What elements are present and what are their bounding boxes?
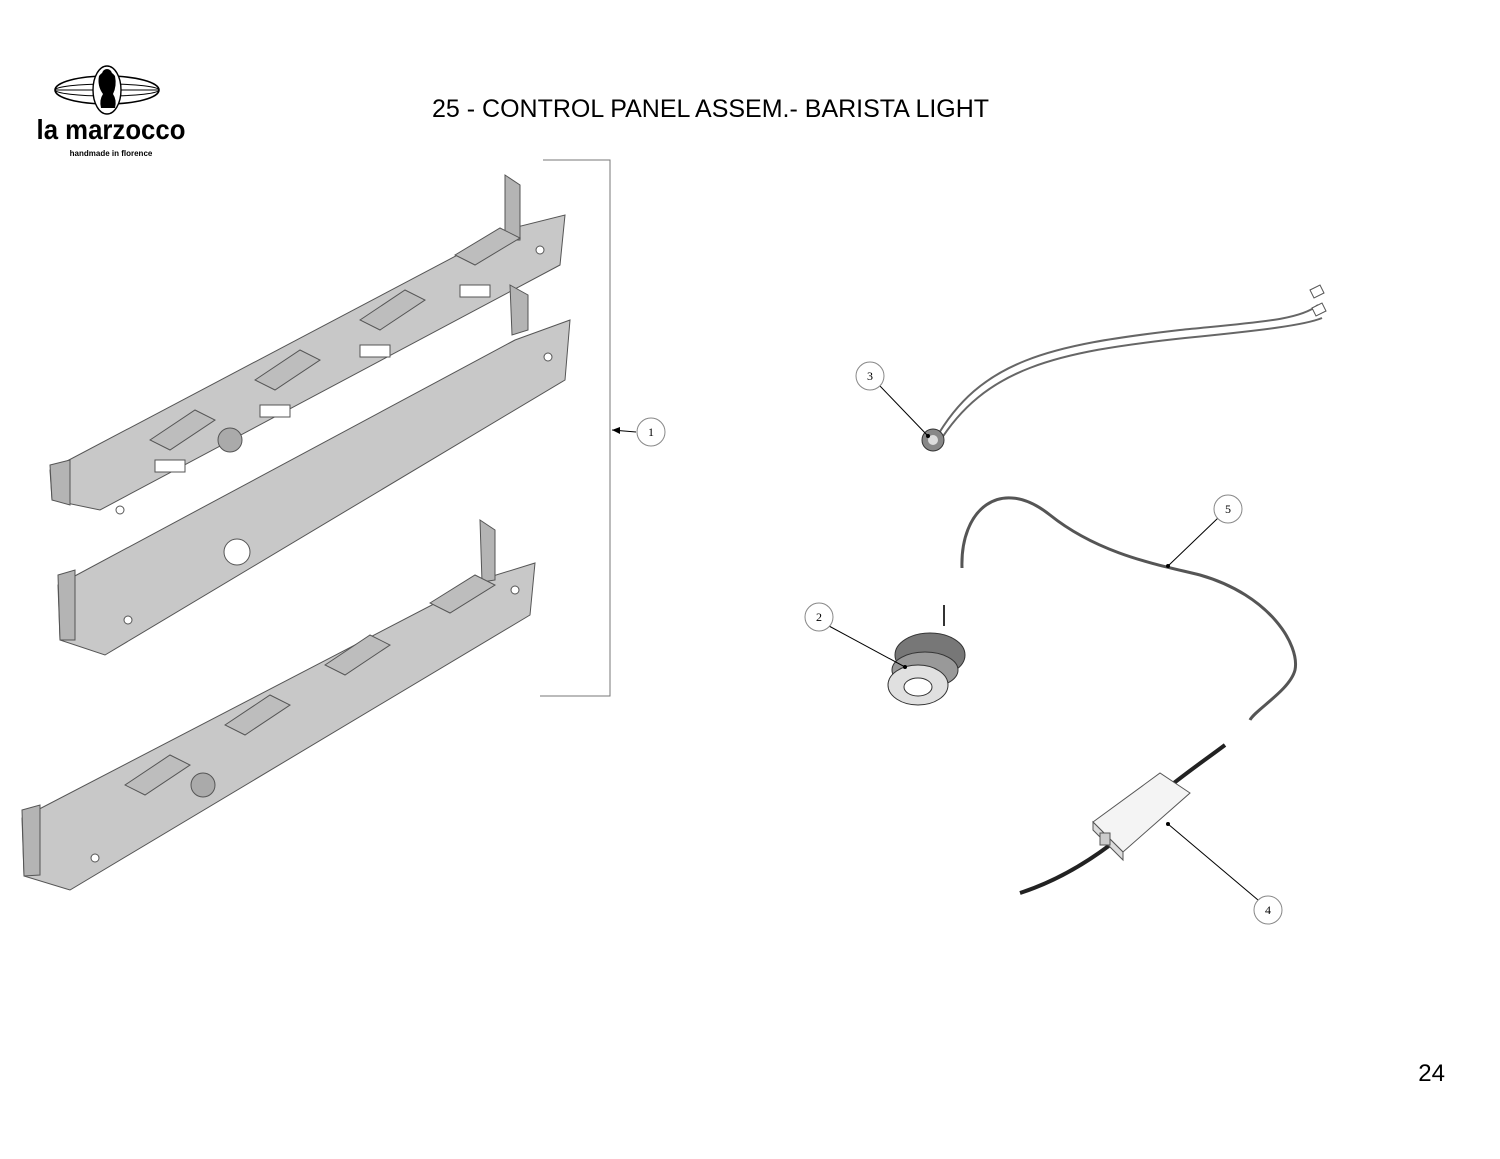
brand-name: la marzocco (36, 114, 186, 145)
callout-1-label: 1 (648, 425, 654, 439)
callout-2: 2 (804, 602, 907, 669)
assembly-bracket (540, 159, 637, 697)
control-panel-rail-top (49, 174, 566, 515)
brand-logo: la marzocco handmade in florence (12, 64, 202, 164)
led-driver-transformer (1019, 743, 1227, 895)
brand-tagline: handmade in florence (69, 149, 153, 158)
control-panel-rail-bottom (21, 519, 536, 891)
callout-5: 5 (1166, 494, 1243, 568)
callout-3-label: 3 (867, 369, 873, 383)
led-with-wire (921, 284, 1327, 452)
callout-4-label: 4 (1265, 903, 1271, 917)
page-number: 24 (1418, 1060, 1445, 1087)
callout-5-label: 5 (1225, 502, 1231, 516)
control-panel-rail-middle (57, 284, 571, 656)
page-title: 25 - CONTROL PANEL ASSEM.- BARISTA LIGHT (432, 95, 990, 123)
callout-3: 3 (855, 361, 930, 438)
globe-lion-emblem-icon (54, 65, 160, 115)
cable (960, 496, 1298, 721)
barista-light-fixture (887, 605, 966, 706)
callout-1: 1 (636, 417, 666, 447)
callout-4: 4 (1166, 822, 1283, 925)
callout-2-label: 2 (816, 610, 822, 624)
